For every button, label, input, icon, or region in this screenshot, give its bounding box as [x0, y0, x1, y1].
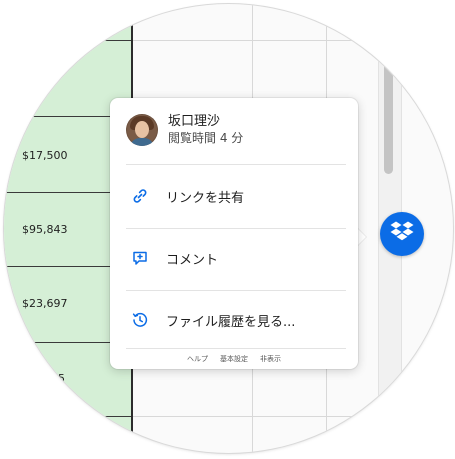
avatar: [126, 114, 158, 146]
collaborator-name: 坂口理沙: [168, 114, 221, 129]
comment-icon: [130, 248, 150, 268]
row-border: [4, 416, 131, 417]
divider: [126, 228, 346, 229]
hide-link[interactable]: 非表示: [260, 355, 281, 363]
row-border: [4, 342, 131, 343]
cell-value: $17,500: [22, 149, 68, 162]
row-border: [4, 40, 131, 41]
row-border: [4, 116, 131, 117]
row-border: [4, 192, 131, 193]
cell-value: $95,843: [22, 223, 68, 236]
spreadsheet-background: $17,500 $95,843 $23,697 $65: [4, 4, 453, 453]
divider: [126, 164, 346, 165]
scrollbar-thumb[interactable]: [384, 56, 393, 174]
history-icon: [130, 310, 150, 330]
share-link-button[interactable]: リンクを共有: [130, 182, 340, 210]
popover-footer: ヘルプ 基本設定 非表示: [110, 354, 358, 364]
view-history-button[interactable]: ファイル履歴を見る...: [130, 306, 340, 334]
row-border: [4, 266, 131, 267]
cell-value: $23,697: [22, 297, 68, 310]
divider: [126, 290, 346, 291]
dropbox-badge-popover: 坂口理沙 閲覧時間 4 分 リンクを共有: [110, 98, 358, 369]
magnifier-lens: $17,500 $95,843 $23,697 $65 坂口理沙 閲覧時間 4 …: [4, 4, 453, 453]
link-icon: [130, 186, 150, 206]
comment-button[interactable]: コメント: [130, 244, 340, 272]
share-link-label: リンクを共有: [166, 190, 245, 206]
dropbox-badge-button[interactable]: [380, 212, 424, 256]
comment-label: コメント: [166, 252, 219, 268]
cell-value: $65: [44, 372, 65, 385]
popover-arrow: [356, 227, 366, 247]
dropbox-icon: [389, 220, 415, 248]
grid-line: [133, 416, 378, 417]
view-history-label: ファイル履歴を見る...: [166, 314, 296, 330]
collaborator-row: 坂口理沙 閲覧時間 4 分: [126, 114, 243, 146]
viewed-time: 閲覧時間 4 分: [168, 131, 244, 145]
grid-line: [133, 40, 378, 41]
highlighted-column: [4, 4, 131, 453]
divider: [126, 348, 346, 349]
help-link[interactable]: ヘルプ: [187, 355, 208, 363]
preferences-link[interactable]: 基本設定: [220, 355, 248, 363]
